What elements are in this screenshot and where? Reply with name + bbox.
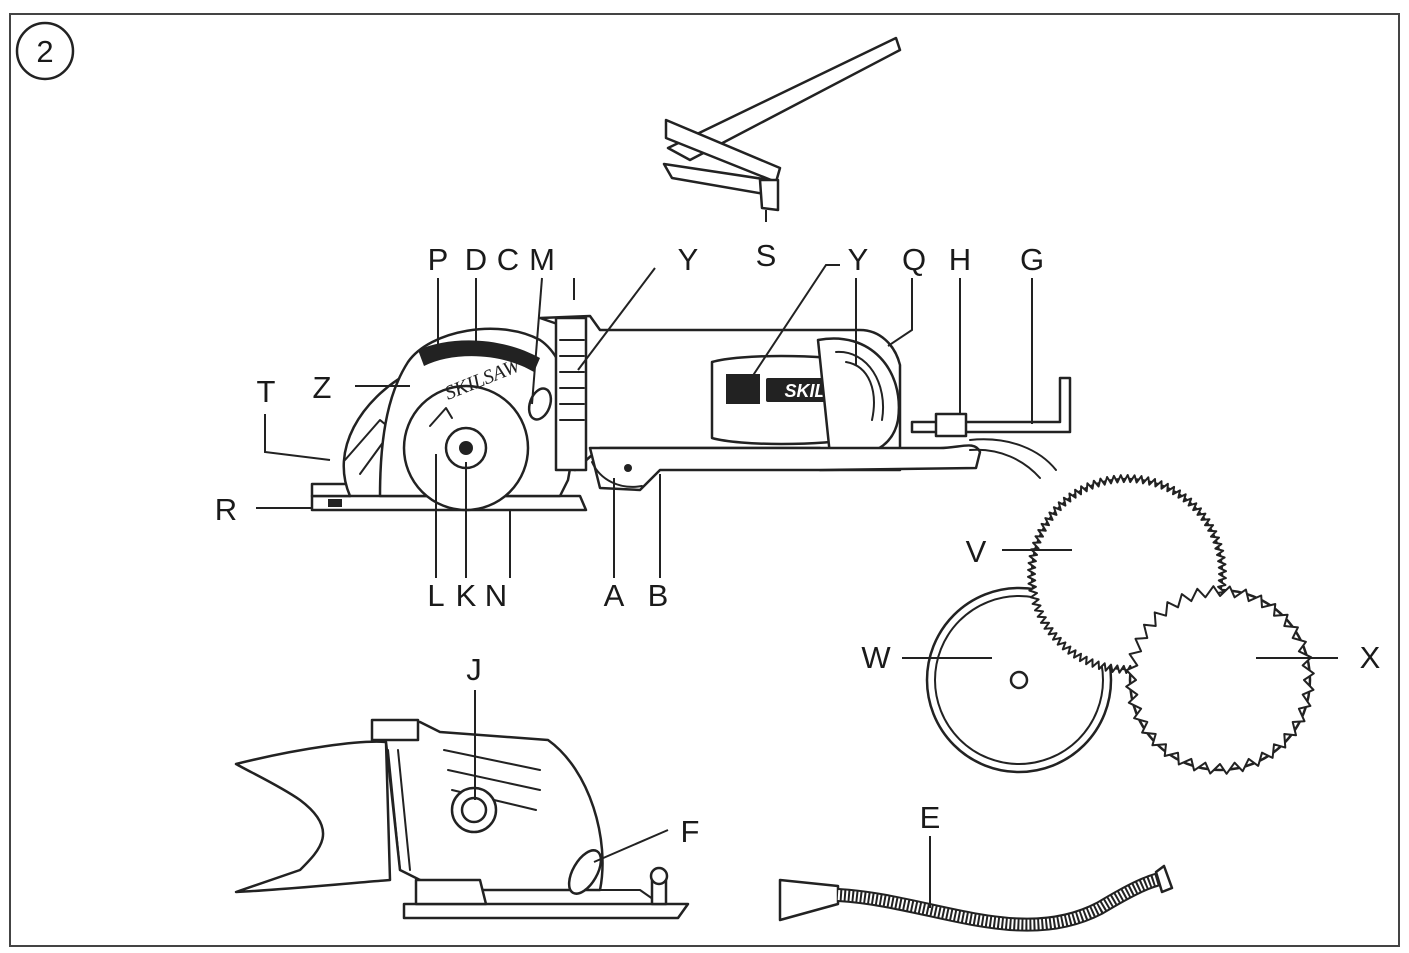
label-p: P	[428, 242, 449, 277]
label-n: N	[485, 578, 507, 613]
label-r: R	[215, 492, 237, 527]
label-e: E	[920, 800, 941, 835]
label-b: B	[648, 578, 669, 613]
rip-fence-illustration	[662, 36, 902, 222]
leader-lines	[256, 264, 1338, 908]
teethX-teeth-path	[1125, 585, 1315, 775]
label-j: J	[466, 652, 482, 687]
label-c: C	[497, 242, 519, 277]
label-w: W	[861, 640, 891, 675]
label-m: M	[529, 242, 555, 277]
part-labels: P D C M Y S Y Q H G T Z R L K N A B V W …	[215, 238, 1381, 849]
label-g: G	[1020, 242, 1044, 277]
label-x: X	[1360, 640, 1381, 675]
figure-number-badge: 2	[15, 21, 75, 81]
label-h: H	[949, 242, 971, 277]
saw-rear-view	[234, 718, 690, 920]
label-s: S	[756, 238, 777, 273]
label-y-front: Y	[678, 242, 699, 277]
figure-frame	[9, 13, 1400, 947]
label-k: K	[456, 578, 477, 613]
label-a: A	[604, 578, 625, 613]
label-l: L	[427, 578, 444, 613]
label-t: T	[257, 374, 276, 409]
label-z: Z	[313, 370, 332, 405]
saw-side-view: SKILSAW SKIL	[310, 314, 1072, 512]
brand-logo: SKIL	[784, 381, 825, 401]
label-f: F	[681, 814, 700, 849]
label-y-rear: Y	[848, 242, 869, 277]
figure-number: 2	[36, 34, 53, 69]
label-v: V	[966, 534, 987, 569]
label-q: Q	[902, 242, 926, 277]
label-d: D	[465, 242, 487, 277]
saw-blades-group	[925, 474, 1315, 775]
dust-extraction-hose	[778, 864, 1174, 932]
